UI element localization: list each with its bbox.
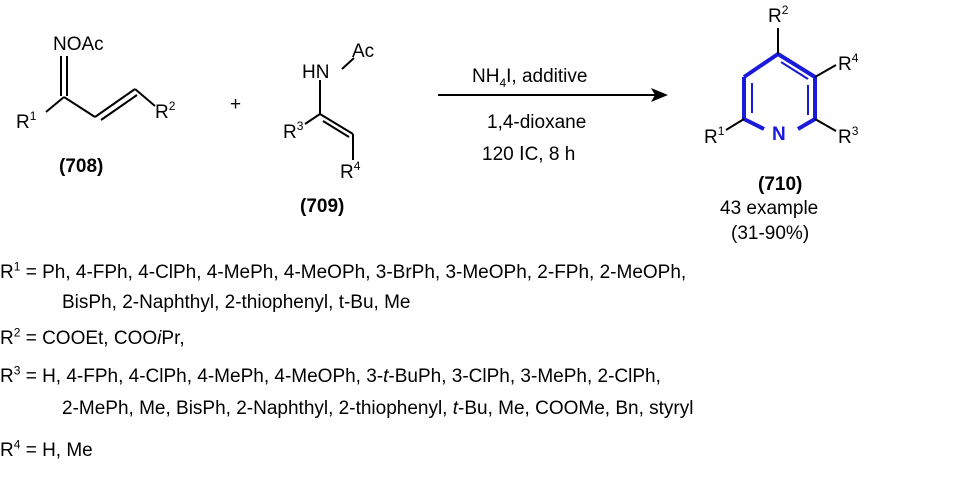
- product-710: N R2 R4 R3 R1 (710) 43 example (31-90%): [704, 3, 859, 244]
- bond: [304, 113, 321, 125]
- r4-group: R4: [340, 159, 361, 183]
- ring-bond: [796, 117, 817, 131]
- bond: [814, 64, 837, 78]
- compound-label-710: (710): [758, 174, 802, 195]
- r2-group: R2: [768, 3, 789, 27]
- reagent-condition: NH4I, additive: [472, 66, 587, 90]
- bond: [63, 96, 96, 118]
- reaction-arrow: [438, 88, 668, 102]
- r1-definition-continued: BisPh, 2-Naphthyl, 2-thiophenyl, t-Bu, M…: [62, 292, 411, 313]
- bond: [322, 120, 350, 138]
- bond: [814, 118, 837, 132]
- arrow-head: [651, 88, 668, 102]
- r4-definition: R4 = H, Me: [0, 437, 93, 461]
- reactant-709: HN Ac R3 R4 (709): [283, 41, 374, 217]
- solvent-condition: 1,4-dioxane: [487, 112, 586, 133]
- ring-bond: [742, 52, 780, 79]
- bond: [100, 94, 138, 121]
- example-count: 43 example: [720, 198, 818, 219]
- r3-definition-continued: 2-MePh, Me, BisPh, 2-Naphthyl, 2-thiophe…: [62, 398, 694, 419]
- r1-definition: R1 = Ph, 4-FPh, 4-ClPh, 4-MePh, 4-MeOPh,…: [0, 259, 687, 283]
- ring-inner-bond: [780, 61, 809, 80]
- bond: [319, 113, 354, 135]
- ring-bond: [743, 117, 765, 131]
- r2-definition: R2 = COOEt, COOiPr,: [0, 325, 185, 349]
- compound-label-709: (709): [300, 196, 344, 217]
- plus-sign: +: [230, 94, 241, 115]
- temperature-time-condition: 120 ⅠC, 8 h: [482, 144, 575, 165]
- reaction-scheme: NOAc R1 R2 (708) + HN Ac R3 R4 (709) NH4…: [16, 3, 859, 244]
- bond: [94, 88, 136, 118]
- hn-group: HN: [302, 62, 329, 83]
- oxime-group: NOAc: [53, 34, 104, 55]
- ac-group: Ac: [352, 41, 374, 62]
- r4-group: R4: [838, 51, 859, 75]
- r1-group: R1: [704, 124, 725, 148]
- r2-group: R2: [155, 99, 176, 123]
- bond: [45, 96, 65, 113]
- yield-range: (31-90%): [731, 223, 809, 244]
- bond: [341, 57, 355, 70]
- r3-group: R3: [283, 119, 304, 143]
- ring-bond: [776, 52, 817, 79]
- r3-definition: R3 = H, 4-FPh, 4-ClPh, 4-MePh, 4-MeOPh, …: [0, 363, 661, 387]
- bond: [134, 88, 156, 107]
- r3-group: R3: [838, 124, 859, 148]
- pyridine-nitrogen: N: [772, 124, 786, 145]
- reactant-708: NOAc R1 R2 (708): [16, 34, 176, 177]
- bond: [725, 118, 745, 131]
- r1-group: R1: [16, 109, 37, 133]
- compound-label-708: (708): [59, 156, 103, 177]
